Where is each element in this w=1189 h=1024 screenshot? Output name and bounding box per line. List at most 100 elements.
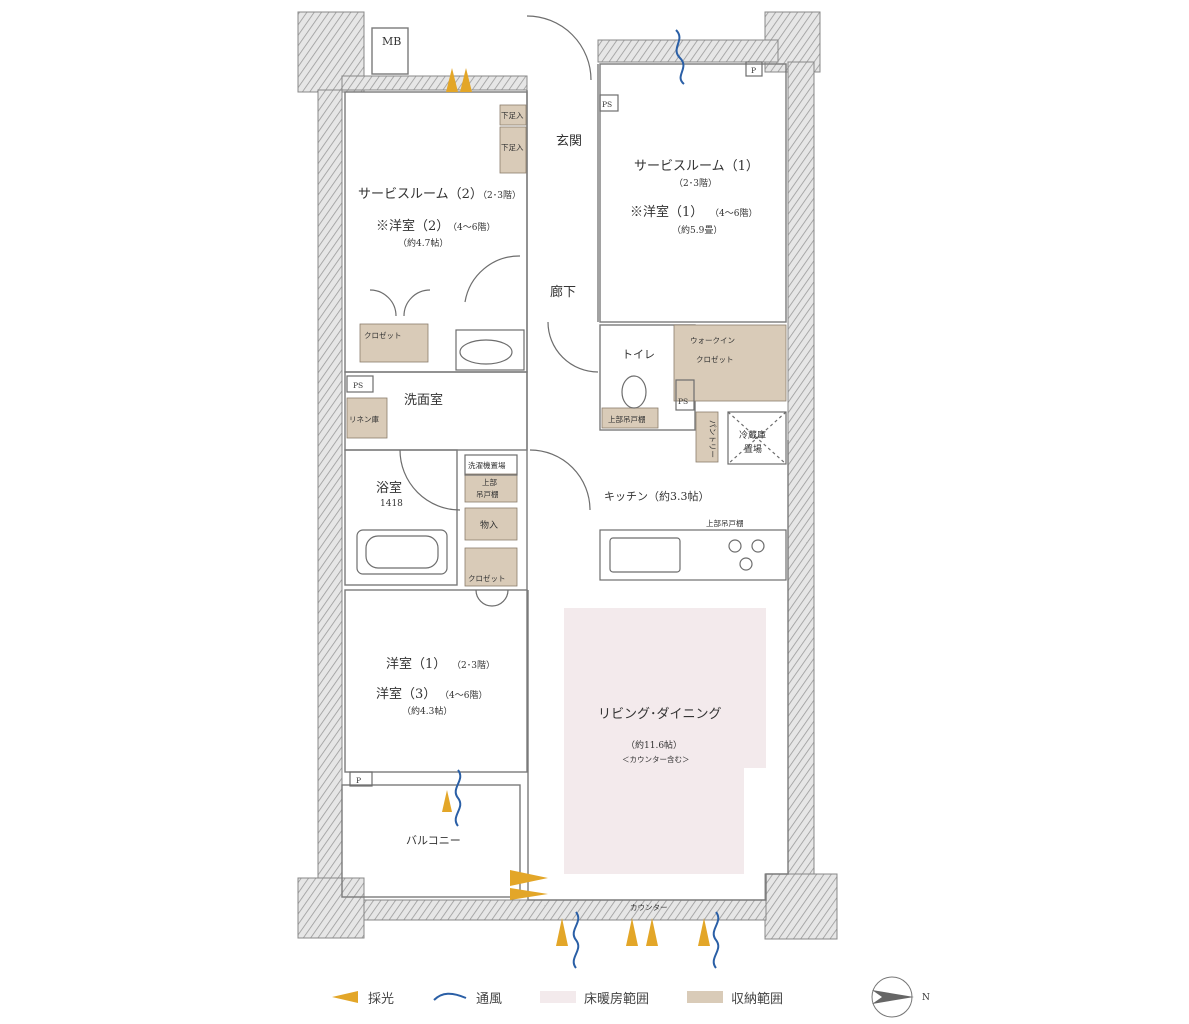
toilet-bowl (621, 375, 647, 409)
ps-box-2 (346, 375, 374, 393)
storage-areas (346, 104, 787, 587)
label-storage: 物入 (480, 519, 498, 531)
p-box-1 (745, 61, 763, 77)
wall-right-bottom-column (764, 873, 838, 940)
label-western-room-2-floors: （4〜6階） (448, 222, 495, 233)
label-bath-size: 1418 (380, 499, 403, 509)
daylight-icon (332, 991, 358, 1003)
legend-label: 採光 (368, 991, 395, 1007)
label-western-room-1-area: （約4.3帖） (402, 705, 452, 717)
label-linen: リネン庫 (349, 414, 379, 424)
label-service-room-2: サービスルーム（2） (358, 187, 483, 202)
label-mb: MB (382, 35, 401, 48)
shoe-storage-2 (499, 126, 527, 174)
wall-top-right (597, 39, 779, 63)
closet-western-room (464, 547, 518, 587)
label-service-room-1: サービスルーム（1） (634, 159, 759, 174)
label-service-room-1-area: （約5.9畳） (672, 224, 722, 236)
label-western-room-1b-floors: （4〜6階） (710, 208, 757, 219)
label-genkan: 玄関 (556, 134, 582, 149)
floor-heating-swatch (540, 991, 577, 1003)
label-pantry: パントリー (708, 420, 717, 458)
label-ps-2: PS (353, 381, 363, 390)
label-kitchen: キッチン（約3.3帖） (604, 489, 710, 503)
western-room-outline (344, 589, 528, 773)
washing-machine-spot (464, 454, 518, 476)
storage-swatch (687, 991, 724, 1003)
label-ps-1: PS (602, 100, 612, 109)
upper-cabinet-wash (464, 473, 518, 503)
label-toilet: トイレ (622, 348, 655, 361)
label-washroom: 洗面室 (404, 392, 443, 408)
label-upper-cabinet-1: 上部吊戸棚 (608, 414, 646, 424)
label-shoe-2: 下足入 (501, 143, 524, 152)
wall-bottom (363, 899, 767, 921)
label-living-area: （約11.6帖） (626, 739, 682, 751)
label-closet-2: クロゼット (468, 573, 506, 583)
label-western-room-3: 洋室（3） (376, 686, 436, 702)
label-balcony: バルコニー (406, 834, 461, 847)
pantry-storage (695, 411, 719, 463)
floor-heating-area (564, 608, 766, 874)
label-counter: カウンター (630, 903, 668, 912)
wall-left (317, 89, 343, 881)
label-western-room-1: 洋室（1） (386, 656, 446, 672)
upper-cabinet-toilet (601, 407, 659, 429)
bath-outline (344, 449, 458, 586)
wall-right (787, 61, 815, 875)
room-outlines (341, 27, 789, 901)
fixtures (346, 15, 787, 787)
label-ps-3: PS (678, 397, 688, 406)
shoe-storage-1 (499, 104, 527, 126)
legend-item-daylight: 採光 (330, 988, 394, 1007)
label-upper-2: 吊戸棚 (476, 489, 499, 499)
ventilation-markers (454, 29, 720, 969)
legend-item-storage: 収納範囲 (687, 988, 783, 1007)
outer-walls (297, 11, 838, 940)
label-shoe-1: 下足入 (501, 111, 524, 120)
label-closet-1: クロゼット (364, 330, 402, 340)
label-service-room-1-floors: （2･3階） (674, 178, 717, 189)
compass-arrow-icon (872, 990, 914, 1004)
label-service-room-2-floors: （2･3階） (478, 190, 521, 201)
legend-item-ventilation: 通風 (432, 988, 502, 1007)
wind-icon (433, 992, 467, 1001)
service-room-1-outline (599, 63, 787, 323)
label-walkin-2: クロゼット (696, 354, 734, 364)
daylight-markers (442, 68, 710, 946)
ps-box-1 (599, 94, 619, 112)
label-upper-cabinet-2: 上部吊戸棚 (706, 518, 744, 528)
label-p-1: P (751, 66, 756, 75)
stove-burner (728, 539, 742, 553)
compass: N (871, 976, 930, 1018)
room-labels: MB 下足入 下足入 玄関 サービスルーム（2） （2･3階） ※洋室（2） （… (349, 35, 766, 912)
label-upper-1: 上部 (482, 477, 497, 487)
legend-label: 床暖房範囲 (584, 991, 650, 1007)
living-outline (527, 440, 789, 901)
label-western-room-1b: ※洋室（1） (630, 204, 703, 220)
legend-item-floor-heating: 床暖房範囲 (540, 988, 649, 1007)
wall-top-middle (341, 75, 528, 91)
balcony-outline (341, 784, 521, 898)
legend: 採光 通風 床暖房範囲 収納範囲 (330, 985, 821, 1009)
legend-label: 通風 (476, 991, 503, 1007)
label-p-2: P (356, 776, 361, 785)
compass-label: N (922, 993, 930, 1003)
label-service-room-2-area: （約4.7帖） (398, 237, 448, 249)
label-walkin-1: ウォークイン (690, 336, 735, 345)
storage-monoire (464, 507, 518, 541)
label-fridge-1: 冷蔵庫 (739, 429, 766, 441)
label-hallway: 廊下 (550, 284, 576, 300)
wash-basin (455, 329, 525, 371)
mb-box (371, 27, 409, 75)
label-western-room-2: ※洋室（2） (376, 218, 449, 234)
walk-in-closet (673, 324, 787, 402)
bathtub (356, 529, 448, 575)
wall-left-bottom-column (297, 877, 365, 939)
refrigerator-spot (727, 411, 787, 465)
label-western-room-1-floors: （2･3階） (452, 660, 495, 671)
label-washing-machine: 洗濯機置場 (468, 460, 506, 470)
label-living: リビング･ダイニング (598, 707, 722, 722)
legend-label: 収納範囲 (731, 991, 784, 1007)
